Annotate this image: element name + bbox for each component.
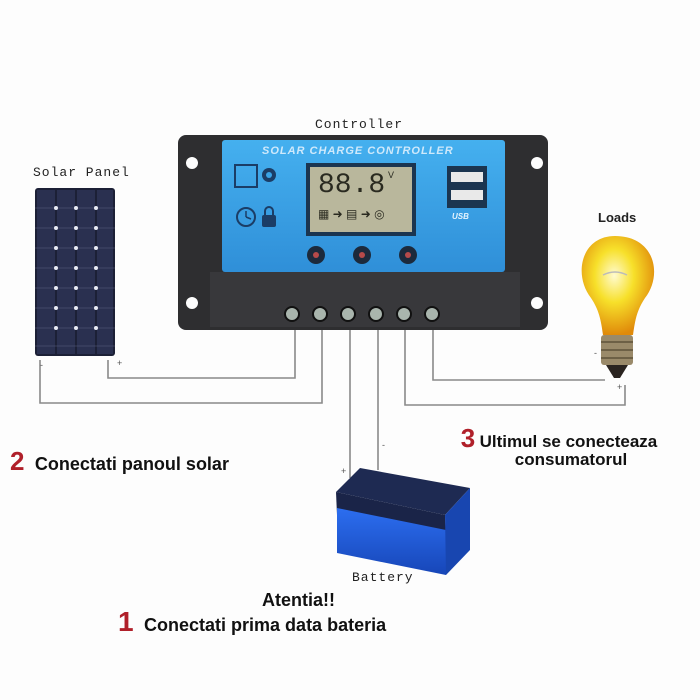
step-2-text: Conectati panoul solar — [34, 454, 229, 474]
usb-label: USB — [452, 212, 469, 221]
battery — [336, 468, 470, 575]
battery-minus: - — [382, 440, 385, 450]
controller-body — [178, 135, 548, 330]
wires — [39, 322, 626, 478]
solar-panel-label: Solar Panel — [33, 165, 130, 180]
step-3-text: Ultimul se conecteaza — [479, 432, 658, 451]
solar-panel — [35, 188, 115, 356]
step-1-text: Conectati prima data bateria — [144, 615, 387, 635]
attention-header: Atentia!! — [262, 590, 335, 610]
step-2: 2 Conectati panoul solar — [10, 446, 229, 477]
step-3-text2: consumatorul — [514, 450, 628, 469]
load-plus: + — [617, 382, 623, 392]
battery-plus: + — [341, 466, 347, 476]
step-1: 1 Conectati prima data bateria — [118, 606, 386, 638]
panel-plus: + — [117, 358, 123, 368]
controller-title: SOLAR CHARGE CONTROLLER — [262, 145, 454, 157]
step-2-number: 2 — [10, 446, 25, 476]
battery-label: Battery — [352, 570, 414, 585]
step-3-number: 3 — [460, 423, 476, 453]
controller-label: Controller — [315, 117, 404, 132]
loads-label: Loads — [598, 210, 637, 225]
lcd-unit: V — [388, 170, 395, 180]
load-minus: - — [594, 348, 597, 358]
light-bulb — [581, 236, 655, 378]
panel-minus: - — [40, 360, 43, 370]
step-1-number: 1 — [118, 606, 134, 637]
lcd-flow-icons: ▦ ➜ ▤ ➜ ◎ — [318, 207, 385, 221]
lcd-value: 88.8 — [318, 170, 386, 201]
step-3: 3 Ultimul se conecteaza consumatorul — [424, 423, 694, 470]
